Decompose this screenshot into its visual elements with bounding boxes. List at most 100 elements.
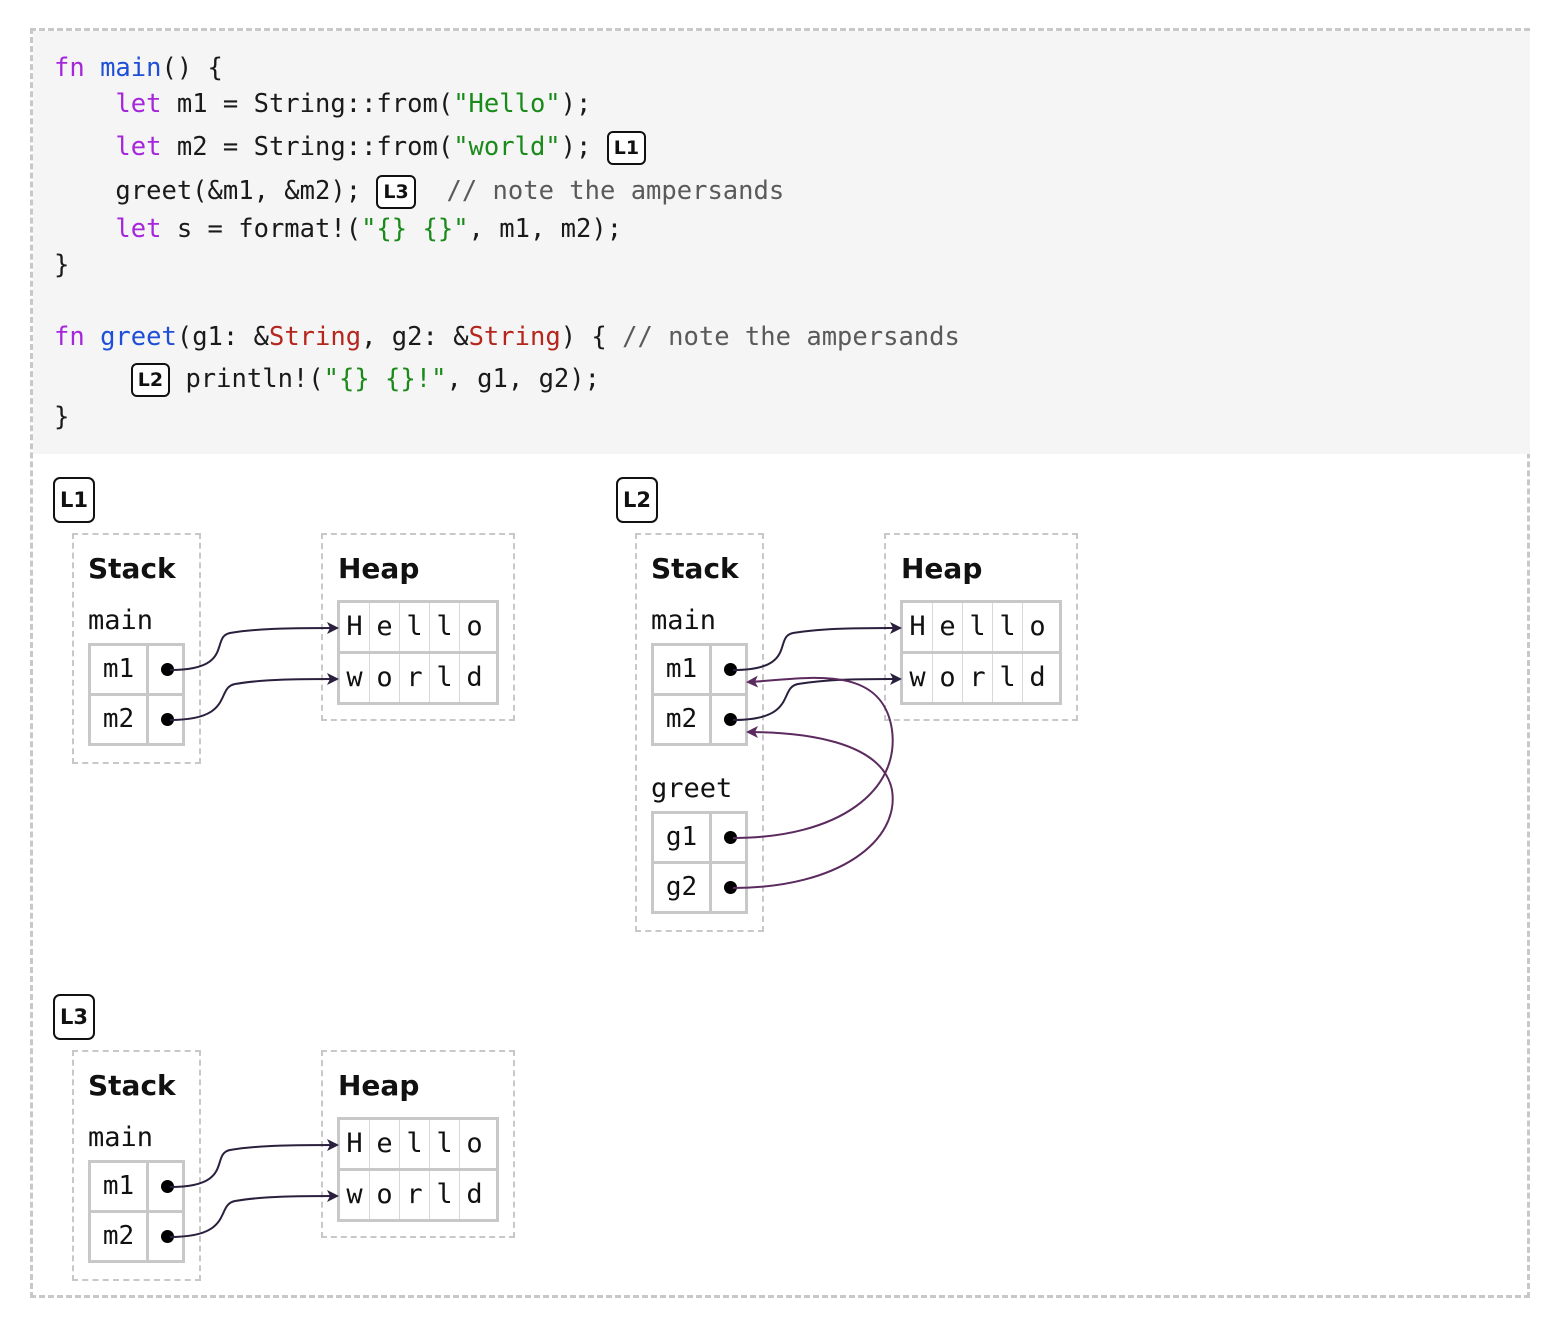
code-text: s = format!( bbox=[161, 214, 362, 244]
diagram-label-l3: L3 bbox=[53, 994, 95, 1040]
string-literal: "world" bbox=[453, 132, 561, 162]
pointer-cell bbox=[712, 646, 745, 693]
heap-char: o bbox=[459, 603, 489, 651]
heap-char: l bbox=[429, 603, 459, 651]
keyword: let bbox=[115, 132, 162, 162]
heap-char: w bbox=[346, 1179, 363, 1210]
code-line-8: fn greet(g1: &String, g2: &String) { // … bbox=[54, 319, 960, 355]
type-name: String bbox=[468, 322, 561, 352]
heap-region bbox=[321, 1050, 515, 1238]
stack-title: Stack bbox=[651, 552, 739, 585]
heap-char: o bbox=[1022, 603, 1052, 651]
code-line-9: L2 println!("{} {}!", g1, g2); bbox=[54, 361, 600, 397]
code-line-6: } bbox=[54, 250, 70, 280]
frame-label-main: main bbox=[88, 605, 154, 636]
stack-slot: m2 bbox=[654, 693, 745, 743]
heap-char: w bbox=[346, 662, 363, 693]
heap-char: H bbox=[346, 1128, 363, 1159]
heap-region bbox=[321, 533, 515, 721]
reference-arrow bbox=[732, 726, 894, 889]
heap-char: e bbox=[932, 603, 962, 651]
code-text: m2 = String::from( bbox=[161, 132, 454, 162]
heap-char: r bbox=[399, 1171, 429, 1219]
inline-badge-l2: L2 bbox=[130, 363, 171, 397]
pointer-cell bbox=[149, 696, 182, 743]
code-text: ); bbox=[560, 132, 592, 162]
pointer-arrow bbox=[169, 673, 339, 721]
heap-char: d bbox=[1022, 654, 1052, 702]
string-literal: "{} {}!" bbox=[323, 364, 447, 394]
pointer-cell bbox=[149, 1213, 182, 1260]
pointer-arrow bbox=[732, 673, 902, 721]
code-text: (g1: & bbox=[176, 322, 269, 352]
heap-char: w bbox=[909, 662, 926, 693]
pointer-dot bbox=[724, 881, 737, 894]
stack-slot: m2 bbox=[91, 1210, 182, 1260]
code-text: greet(&m1, &m2); bbox=[115, 176, 362, 206]
stack-frame-greet: g1 g2 bbox=[651, 811, 748, 914]
variable-name: g1 bbox=[654, 814, 712, 861]
stack-region bbox=[72, 1050, 201, 1281]
heap-char: o bbox=[369, 654, 399, 702]
pointer-dot bbox=[161, 1180, 174, 1193]
heap-char: e bbox=[369, 603, 399, 651]
pointer-cell bbox=[149, 1163, 182, 1210]
string-literal: "Hello" bbox=[453, 89, 561, 119]
pointer-dot bbox=[724, 831, 737, 844]
pointer-cell bbox=[712, 696, 745, 743]
pointer-dot bbox=[161, 713, 174, 726]
code-line-10: } bbox=[54, 402, 70, 432]
diagram-label-l2: L2 bbox=[616, 477, 658, 523]
stack-title: Stack bbox=[88, 552, 176, 585]
code-text: , g1, g2); bbox=[446, 364, 600, 394]
keyword: fn bbox=[54, 322, 85, 352]
code-line-5: let s = format!("{} {}", m1, m2); bbox=[54, 211, 622, 247]
heap-char: H bbox=[346, 611, 363, 642]
code-comment: // note the ampersands bbox=[446, 176, 785, 206]
variable-name: m1 bbox=[654, 646, 712, 693]
keyword: let bbox=[115, 214, 162, 244]
reference-arrow bbox=[732, 675, 894, 839]
pointer-arrow bbox=[169, 1190, 339, 1238]
pointer-cell bbox=[712, 864, 745, 911]
pointer-arrow bbox=[169, 622, 339, 671]
heap-char: l bbox=[399, 1120, 429, 1168]
code-text: , g2: & bbox=[361, 322, 469, 352]
stack-frame-main: m1 m2 bbox=[88, 643, 185, 746]
heap-char: r bbox=[399, 654, 429, 702]
heap-char: l bbox=[962, 603, 992, 651]
frame-label-main: main bbox=[651, 605, 717, 636]
code-text: ); bbox=[560, 89, 592, 119]
stack-region bbox=[72, 533, 201, 764]
pointer-arrow bbox=[169, 1139, 339, 1188]
code-comment: // note the ampersands bbox=[622, 322, 960, 352]
variable-name: m2 bbox=[91, 1213, 149, 1260]
stack-slot: g2 bbox=[654, 861, 745, 911]
stack-title: Stack bbox=[88, 1069, 176, 1102]
variable-name: m1 bbox=[91, 646, 149, 693]
function-name: main bbox=[100, 53, 162, 83]
code-text: , m1, m2); bbox=[468, 214, 623, 244]
pointer-dot bbox=[724, 713, 737, 726]
heap-char: d bbox=[459, 1171, 489, 1219]
diagram-label-l1: L1 bbox=[53, 477, 95, 523]
code-text: println!( bbox=[185, 364, 324, 394]
heap-char: H bbox=[909, 611, 926, 642]
stack-slot: m1 bbox=[654, 646, 745, 693]
stack-slot: m2 bbox=[91, 693, 182, 743]
keyword: fn bbox=[54, 53, 85, 83]
stack-slot: m1 bbox=[91, 1163, 182, 1210]
pointer-dot bbox=[161, 663, 174, 676]
heap-char: l bbox=[992, 654, 1022, 702]
pointer-cell bbox=[149, 646, 182, 693]
code-line-4: greet(&m1, &m2); L3 // note the ampersan… bbox=[54, 173, 784, 209]
stack-frame-main: m1 m2 bbox=[88, 1160, 185, 1263]
figure-frame bbox=[30, 28, 1530, 1298]
